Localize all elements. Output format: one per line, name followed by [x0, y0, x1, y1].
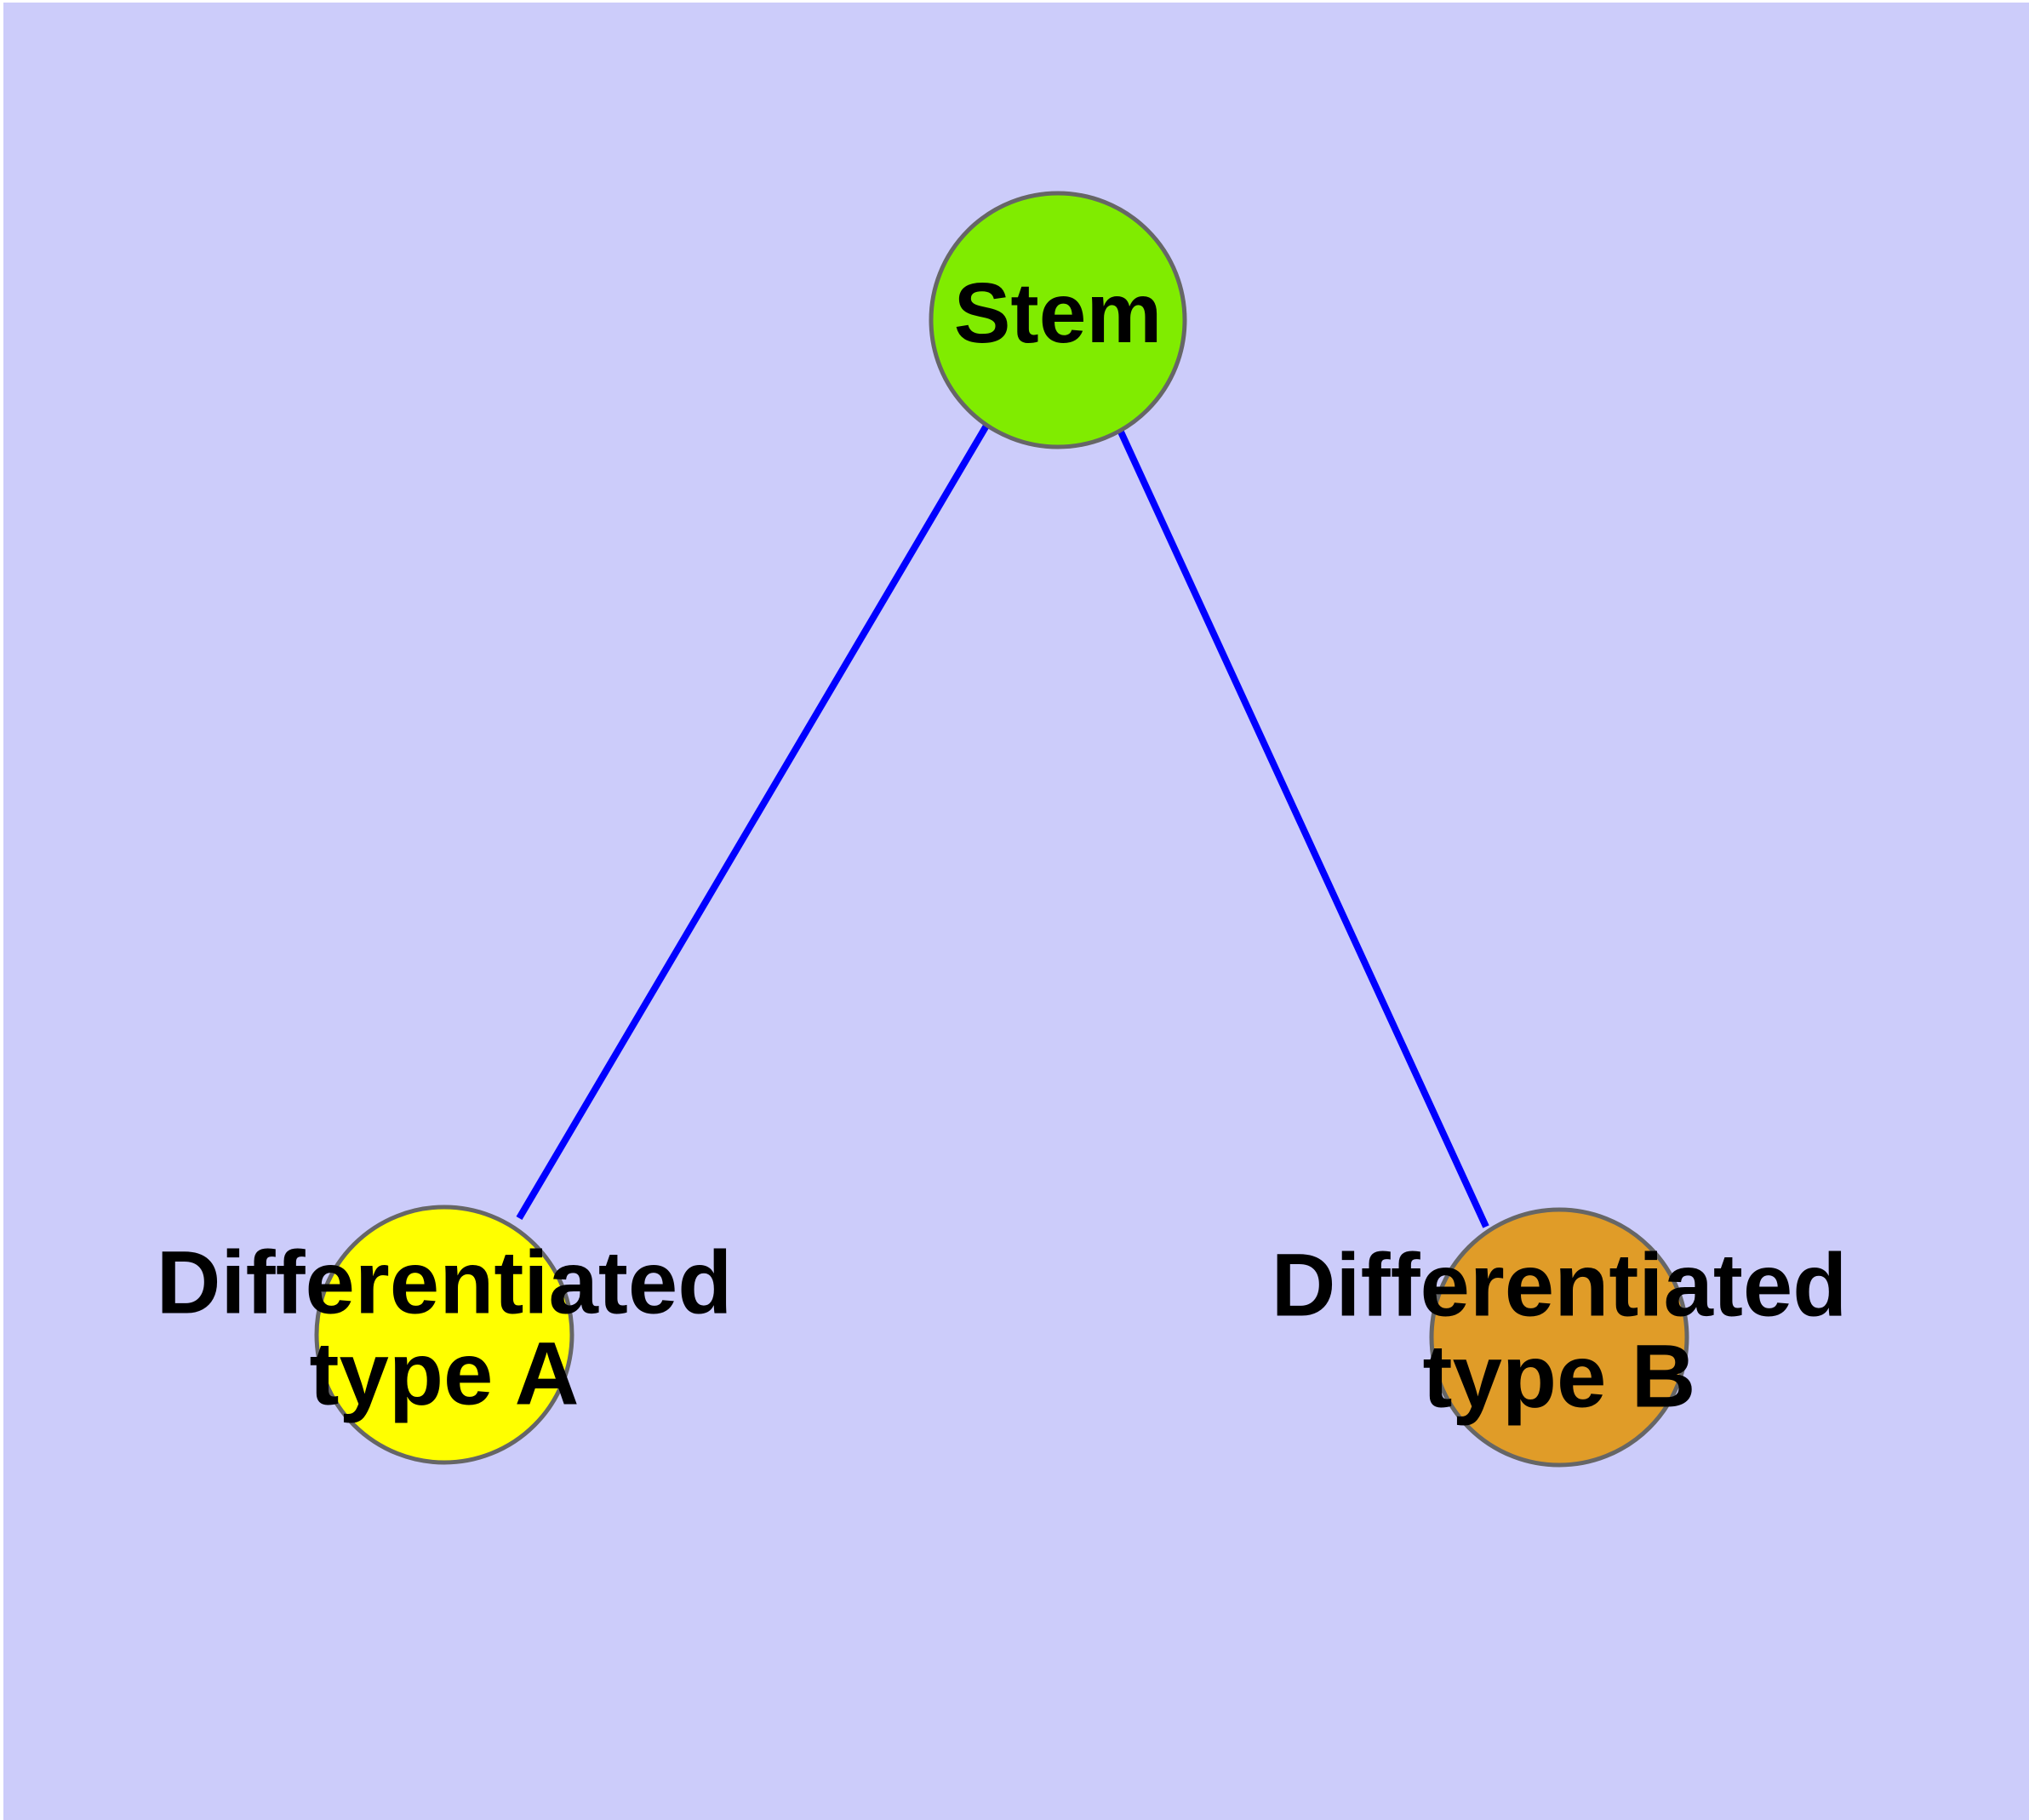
node-differentiated-type-b-circle[interactable]	[1429, 1207, 1689, 1468]
node-stem-circle[interactable]	[929, 191, 1187, 449]
edge-stem-to-differentiated-type-b[interactable]	[1116, 426, 1489, 1228]
node-label-line: Stem	[954, 266, 1163, 361]
node-differentiated-type-a-circle[interactable]	[314, 1205, 574, 1465]
edge-stem-to-differentiated-type-a[interactable]	[516, 423, 990, 1221]
node-label-line: type B	[1423, 1326, 1696, 1426]
node-label-line: Differentiated	[157, 1233, 733, 1332]
node-label-line: type A	[310, 1324, 580, 1423]
node-stem-label: Stem	[954, 266, 1163, 361]
edge-layer	[516, 423, 1489, 1228]
node-label-line: Differentiated	[1272, 1235, 1848, 1335]
node-stem[interactable]: Stem	[929, 191, 1187, 449]
